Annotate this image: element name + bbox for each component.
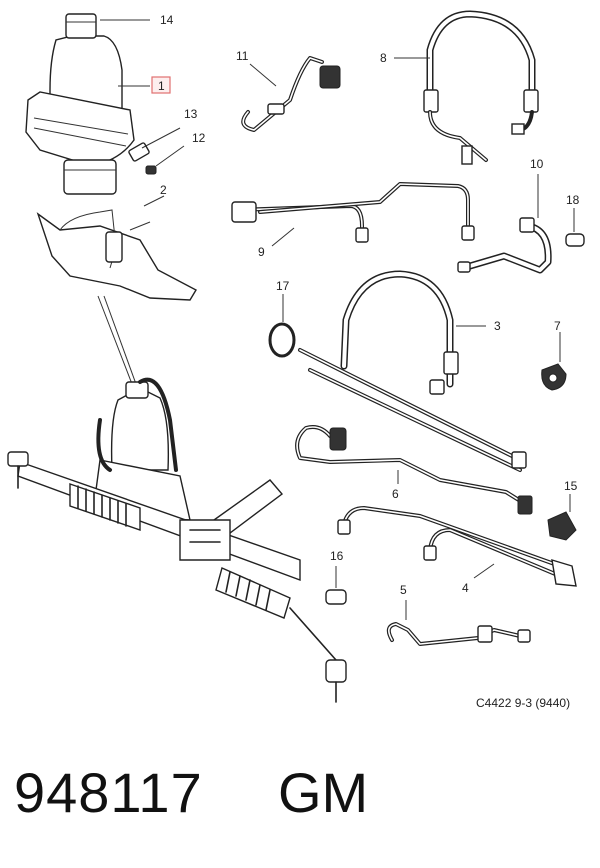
part-hose-5[interactable] [386, 622, 531, 646]
manufacturer: GM [278, 761, 369, 824]
part-fitting-13[interactable] [128, 127, 181, 162]
callout-12: 12 [192, 131, 206, 145]
power-steering-exploded-diagram: 1 14 13 12 2 [7, 10, 585, 703]
part-clip-18[interactable] [565, 208, 585, 247]
assembly-leader-a [97, 295, 133, 385]
part-o-ring-17[interactable] [268, 294, 296, 358]
part-pipe-6[interactable] [295, 425, 533, 515]
callout-16: 16 [330, 549, 344, 563]
callout-17: 17 [276, 279, 290, 293]
callout-9: 9 [258, 245, 265, 259]
part-bracket-15[interactable] [547, 494, 577, 541]
callout-15: 15 [564, 479, 578, 493]
part-bracket[interactable] [36, 209, 197, 301]
part-pipe-4[interactable] [337, 506, 577, 587]
callout-8: 8 [380, 51, 387, 65]
callout-2: 2 [160, 183, 167, 197]
part-hose-8[interactable] [423, 10, 539, 165]
part-hose-3[interactable] [298, 270, 527, 472]
callout-18: 18 [566, 193, 580, 207]
callout-6: 6 [392, 487, 399, 501]
diagram-reference-code: C4422 9-3 (9440) [476, 696, 571, 710]
part-hose-10[interactable] [457, 217, 552, 274]
assembly-leader-b [103, 295, 137, 385]
part-grommet-7[interactable] [541, 332, 567, 391]
callout-13: 13 [184, 107, 198, 121]
callout-1-highlight [151, 76, 171, 94]
callout-7: 7 [554, 319, 561, 333]
callout-10: 10 [530, 157, 544, 171]
part-clip-16[interactable] [325, 566, 347, 605]
part-pipe-9[interactable] [231, 182, 475, 243]
part-fitting-12[interactable] [145, 145, 185, 175]
part-pipe-11[interactable] [241, 56, 341, 132]
callout-11: 11 [236, 49, 249, 63]
callout-3: 3 [494, 319, 501, 333]
steering-rack-assembly[interactable] [7, 377, 347, 703]
callout-5: 5 [400, 583, 407, 597]
part-reservoir[interactable] [25, 13, 150, 195]
callout-1: 1 [158, 79, 165, 93]
part-number: 948117 [14, 761, 203, 824]
callout-4: 4 [462, 581, 469, 595]
callout-14: 14 [160, 13, 174, 27]
